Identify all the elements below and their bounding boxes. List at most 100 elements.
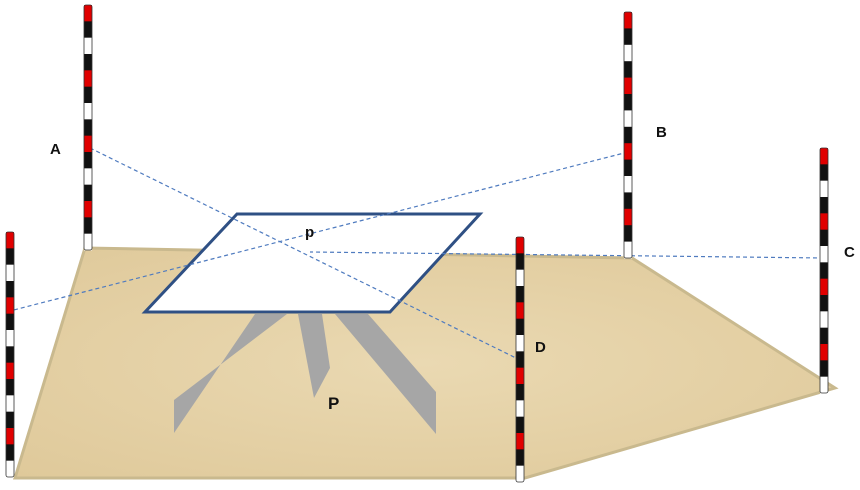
pole-segment xyxy=(820,197,828,214)
pole-segment xyxy=(624,241,632,259)
label-b: B xyxy=(656,124,667,141)
pole-segment xyxy=(624,94,632,111)
pole-segment xyxy=(84,233,92,251)
tripod-leg-right xyxy=(335,314,436,434)
pole-segment xyxy=(516,384,524,401)
pole-a xyxy=(83,4,93,251)
pole-segment xyxy=(6,313,14,331)
pole-segment xyxy=(6,232,14,249)
pole-left xyxy=(5,231,15,478)
pole-segment xyxy=(6,460,14,478)
pole-segment xyxy=(820,360,828,378)
pole-segment xyxy=(6,411,14,429)
sight-line-a-d xyxy=(89,147,521,361)
label-station-ground: P xyxy=(328,394,339,413)
pole-segment xyxy=(84,217,92,235)
pole-segment xyxy=(516,433,524,450)
pole-segment xyxy=(6,346,14,364)
pole-segment xyxy=(84,103,92,120)
pole-b xyxy=(623,11,633,259)
pole-segment xyxy=(516,335,524,352)
pole-segment xyxy=(624,159,632,177)
pole-segment xyxy=(624,176,632,193)
pole-segment xyxy=(516,302,524,320)
pole-segment xyxy=(820,246,828,263)
pole-segment xyxy=(624,44,632,62)
pole-segment xyxy=(820,213,828,231)
pole-segment xyxy=(84,37,92,55)
sight-lines xyxy=(5,147,825,361)
pole-segment xyxy=(84,21,92,39)
pole-segment xyxy=(84,5,92,22)
plane-table-board xyxy=(141,212,484,314)
tripod-leg-middle xyxy=(298,314,330,398)
pole-segment xyxy=(84,86,92,104)
pole-segment xyxy=(820,327,828,345)
pole-segment xyxy=(516,351,524,369)
pole-segment xyxy=(84,54,92,71)
sight-line-b-left xyxy=(5,151,629,313)
pole-segment xyxy=(84,119,92,137)
pole-d xyxy=(515,236,525,483)
pole-segment xyxy=(820,262,828,280)
pole-segment xyxy=(6,379,14,396)
pole-segment xyxy=(516,465,524,483)
pole-segment xyxy=(6,248,14,266)
pole-outline xyxy=(819,147,829,394)
ranging-poles xyxy=(5,4,829,483)
pole-segment xyxy=(6,264,14,282)
pole-segment xyxy=(84,168,92,186)
pole-segment xyxy=(624,61,632,79)
pole-segment xyxy=(516,416,524,434)
pole-segment xyxy=(84,201,92,218)
pole-segment xyxy=(820,311,828,329)
pole-segment xyxy=(84,135,92,153)
pole-segment xyxy=(624,126,632,144)
pole-c xyxy=(819,147,829,394)
label-c: C xyxy=(844,244,855,261)
pole-segment xyxy=(624,77,632,95)
pole-segment xyxy=(84,70,92,88)
pole-segment xyxy=(6,297,14,315)
sight-line-c xyxy=(309,251,825,259)
pole-segment xyxy=(820,295,828,312)
pole-segment xyxy=(516,286,524,303)
pole-segment xyxy=(820,376,828,394)
pole-segment xyxy=(84,184,92,202)
pole-segment xyxy=(6,428,14,445)
tripod-legs xyxy=(174,314,436,434)
pole-segment xyxy=(624,225,632,243)
pole-segment xyxy=(624,143,632,161)
pole-segment xyxy=(516,269,524,287)
pole-segment xyxy=(6,395,14,413)
label-a: A xyxy=(50,141,61,158)
pole-segment xyxy=(820,180,828,198)
pole-segment xyxy=(624,208,632,226)
pole-segment xyxy=(820,164,828,182)
pole-segment xyxy=(6,330,14,347)
pole-segment xyxy=(820,229,828,247)
pole-segment xyxy=(6,362,14,380)
pole-segment xyxy=(84,152,92,169)
pole-segment xyxy=(6,444,14,462)
pole-segment xyxy=(624,28,632,46)
pole-segment xyxy=(6,281,14,298)
pole-segment xyxy=(516,367,524,385)
pole-segment xyxy=(516,237,524,254)
pole-outline xyxy=(5,231,15,478)
pole-segment xyxy=(516,400,524,418)
pole-segment xyxy=(516,318,524,336)
pole-segment xyxy=(820,148,828,165)
label-station-board: p xyxy=(305,224,314,241)
ground-surface xyxy=(12,246,839,480)
pole-segment xyxy=(516,449,524,467)
pole-outline xyxy=(83,4,93,251)
label-d: D xyxy=(535,339,546,356)
pole-segment xyxy=(624,12,632,29)
pole-segment xyxy=(820,344,828,361)
pole-segment xyxy=(820,278,828,296)
pole-outline xyxy=(515,236,525,483)
pole-segment xyxy=(624,110,632,128)
